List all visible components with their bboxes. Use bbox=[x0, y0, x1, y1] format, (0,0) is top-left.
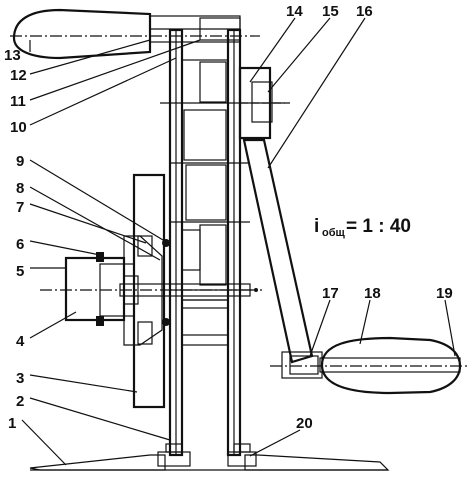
ratio-symbol: i bbox=[314, 216, 319, 237]
label-14: 14 bbox=[286, 3, 303, 20]
label-16: 16 bbox=[356, 3, 373, 20]
crank-hub bbox=[238, 66, 285, 140]
label-20: 20 bbox=[296, 415, 313, 432]
gear-ratio-annotation: i общ = 1 : 40 bbox=[314, 216, 411, 239]
label-11: 11 bbox=[10, 93, 26, 110]
label-7: 7 bbox=[16, 199, 24, 216]
ratio-subscript: общ bbox=[322, 227, 346, 239]
label-15: 15 bbox=[322, 3, 339, 20]
label-10: 10 bbox=[10, 119, 27, 136]
label-9: 9 bbox=[16, 153, 24, 170]
label-5: 5 bbox=[16, 263, 24, 280]
base-foot bbox=[29, 454, 390, 471]
label-13: 13 bbox=[4, 47, 21, 64]
label-1: 1 bbox=[8, 415, 16, 432]
crank-arm bbox=[242, 138, 314, 364]
leader-lines bbox=[21, 17, 456, 466]
label-8: 8 bbox=[16, 180, 24, 197]
label-2: 2 bbox=[16, 393, 24, 410]
top-handle bbox=[10, 8, 260, 60]
label-19: 19 bbox=[436, 285, 453, 302]
label-6: 6 bbox=[16, 236, 24, 253]
label-17: 17 bbox=[322, 285, 339, 302]
label-12: 12 bbox=[10, 67, 27, 84]
label-4: 4 bbox=[16, 333, 25, 350]
label-18: 18 bbox=[364, 285, 381, 302]
frame-plates bbox=[168, 28, 242, 457]
label-3: 3 bbox=[16, 370, 24, 387]
part-labels: 1 2 3 4 5 6 7 8 9 10 11 12 13 14 15 16 1… bbox=[4, 3, 453, 432]
chuck-assembly bbox=[40, 173, 262, 409]
ratio-value: = 1 : 40 bbox=[346, 216, 411, 237]
crank-handle bbox=[270, 336, 470, 395]
